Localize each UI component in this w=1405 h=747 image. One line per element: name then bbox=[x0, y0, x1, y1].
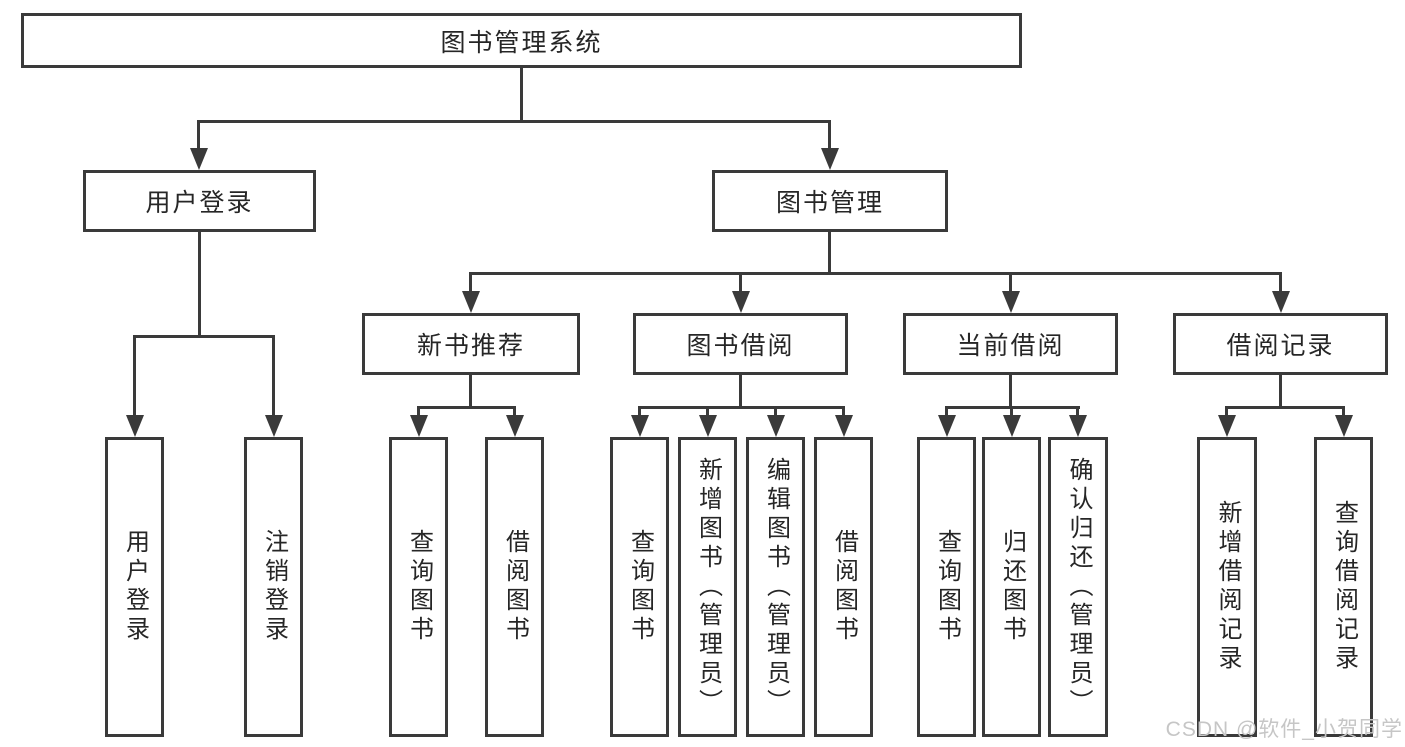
node-label: 借阅记录 bbox=[1226, 332, 1335, 360]
connector-stem bbox=[469, 375, 472, 406]
node-label: 注销登录 bbox=[260, 529, 288, 645]
arrowhead-down-icon bbox=[1335, 415, 1353, 437]
node-label: 查询借阅记录 bbox=[1330, 500, 1358, 674]
node-label: 查询图书 bbox=[626, 529, 654, 645]
connector-drop bbox=[197, 120, 200, 152]
connector-user-login-stem bbox=[198, 232, 201, 335]
node-borrow-books-recommend: 借阅图书 bbox=[485, 437, 544, 737]
node-query-books-current: 查询图书 bbox=[917, 437, 976, 737]
connector-stem bbox=[1009, 375, 1012, 406]
arrowhead-down-icon bbox=[732, 291, 750, 313]
arrowhead-down-icon bbox=[126, 415, 144, 437]
connector-rail bbox=[1225, 406, 1345, 409]
arrowhead-down-icon bbox=[631, 415, 649, 437]
node-edit-book-admin: 编辑图书（管理员） bbox=[746, 437, 805, 737]
node-label: 借阅图书 bbox=[830, 529, 858, 645]
node-add-book-admin: 新增图书（管理员） bbox=[678, 437, 737, 737]
node-query-books-borrowing: 查询图书 bbox=[610, 437, 669, 737]
connector-rail bbox=[638, 406, 845, 409]
node-label: 确认归还（管理员） bbox=[1065, 456, 1092, 718]
connector-drop bbox=[417, 406, 420, 421]
connector-root-stem bbox=[520, 68, 523, 120]
connector-drop bbox=[739, 272, 742, 297]
connector-level2-rail bbox=[469, 272, 1282, 275]
node-user-login-leaf: 用户登录 bbox=[105, 437, 164, 737]
connector-drop bbox=[945, 406, 948, 421]
node-label: 用户登录 bbox=[145, 189, 254, 217]
node-label: 查询图书 bbox=[933, 529, 961, 645]
node-confirm-return-admin: 确认归还（管理员） bbox=[1048, 437, 1108, 737]
arrowhead-down-icon bbox=[835, 415, 853, 437]
watermark-text: CSDN @软件_小贺同学 bbox=[1165, 718, 1403, 741]
arrowhead-down-icon bbox=[938, 415, 956, 437]
connector-drop bbox=[272, 335, 275, 421]
connector-drop bbox=[513, 406, 516, 421]
arrowhead-down-icon bbox=[1272, 291, 1290, 313]
connector-drop bbox=[842, 406, 845, 421]
connector-drop bbox=[638, 406, 641, 421]
node-query-borrow-record: 查询借阅记录 bbox=[1314, 437, 1373, 737]
node-return-books: 归还图书 bbox=[982, 437, 1041, 737]
arrowhead-down-icon bbox=[265, 415, 283, 437]
node-query-books-recommend: 查询图书 bbox=[389, 437, 448, 737]
connector-drop bbox=[706, 406, 709, 421]
connector-drop bbox=[774, 406, 777, 421]
connector-drop bbox=[1076, 406, 1079, 421]
node-book-management-system: 图书管理系统 bbox=[21, 13, 1022, 68]
connector-drop bbox=[828, 120, 831, 152]
arrowhead-down-icon bbox=[767, 415, 785, 437]
arrowhead-down-icon bbox=[699, 415, 717, 437]
node-book-borrowing: 图书借阅 bbox=[633, 313, 848, 375]
node-current-borrowing: 当前借阅 bbox=[903, 313, 1118, 375]
node-new-book-recommendation: 新书推荐 bbox=[362, 313, 580, 375]
connector-drop bbox=[1342, 406, 1345, 421]
node-label: 图书借阅 bbox=[686, 332, 795, 360]
arrowhead-down-icon bbox=[1218, 415, 1236, 437]
node-user-login: 用户登录 bbox=[83, 170, 316, 232]
node-borrowing-records: 借阅记录 bbox=[1173, 313, 1388, 375]
connector-stem bbox=[1279, 375, 1282, 406]
node-label: 图书管理系统 bbox=[440, 28, 603, 57]
node-label: 借阅图书 bbox=[501, 529, 529, 645]
node-label: 用户登录 bbox=[121, 529, 149, 645]
node-label: 归还图书 bbox=[998, 529, 1026, 645]
connector-level1-rail bbox=[198, 120, 831, 123]
arrowhead-down-icon bbox=[1069, 415, 1087, 437]
connector-rail bbox=[417, 406, 516, 409]
arrowhead-down-icon bbox=[1003, 415, 1021, 437]
node-label: 新增借阅记录 bbox=[1214, 500, 1241, 674]
node-label: 编辑图书（管理员） bbox=[762, 456, 790, 718]
node-logout: 注销登录 bbox=[244, 437, 303, 737]
arrowhead-down-icon bbox=[462, 291, 480, 313]
node-label: 查询图书 bbox=[405, 529, 433, 645]
arrowhead-down-icon bbox=[190, 148, 208, 170]
connector-drop bbox=[1010, 406, 1013, 421]
node-label: 当前借阅 bbox=[956, 332, 1065, 360]
arrowhead-down-icon bbox=[410, 415, 428, 437]
node-book-management: 图书管理 bbox=[712, 170, 948, 232]
node-label: 新增图书（管理员） bbox=[694, 456, 722, 718]
connector-drop bbox=[1279, 272, 1282, 297]
connector-drop bbox=[1225, 406, 1228, 421]
node-borrow-books: 借阅图书 bbox=[814, 437, 873, 737]
connector-book-management-stem bbox=[828, 232, 831, 272]
node-label: 新书推荐 bbox=[416, 332, 525, 360]
connector-drop bbox=[1009, 272, 1012, 297]
connector-drop bbox=[133, 335, 136, 421]
node-add-borrow-record: 新增借阅记录 bbox=[1197, 437, 1257, 737]
node-label: 图书管理 bbox=[775, 189, 884, 217]
arrowhead-down-icon bbox=[506, 415, 524, 437]
connector-drop bbox=[469, 272, 472, 297]
arrowhead-down-icon bbox=[1002, 291, 1020, 313]
connector-user-login-rail bbox=[133, 335, 275, 338]
arrowhead-down-icon bbox=[821, 148, 839, 170]
connector-stem bbox=[739, 375, 742, 406]
